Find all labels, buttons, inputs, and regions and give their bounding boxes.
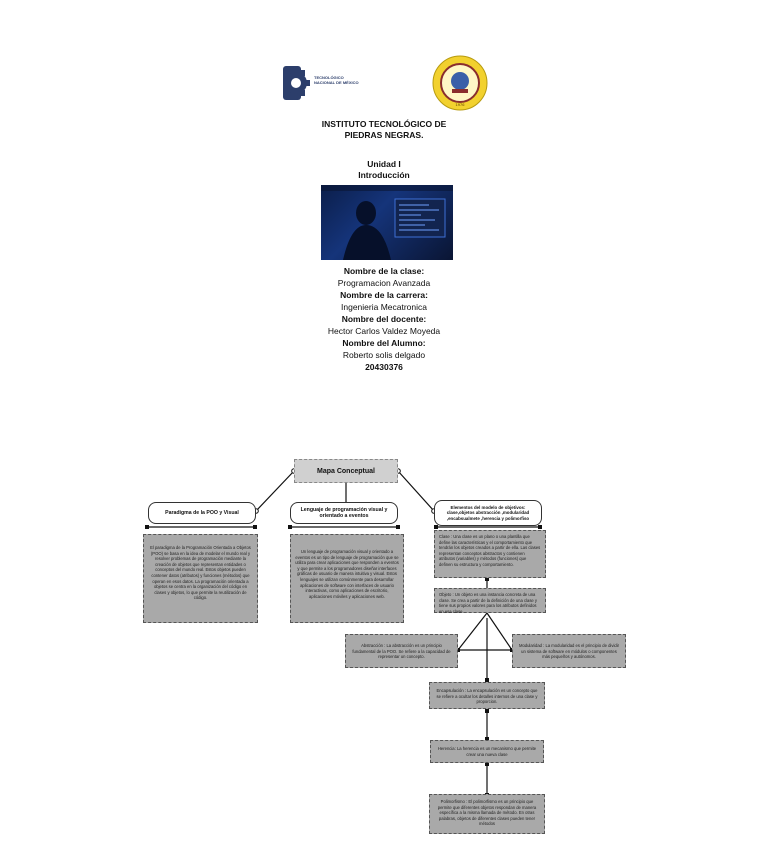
gear-head-icon [283, 66, 310, 100]
seal-year: 1976 [456, 102, 466, 107]
unit-label: Unidad I [367, 159, 401, 169]
branch-elements-title: Elementos del modelo de objetivos: clase… [434, 500, 542, 526]
institute-line-2: PIEDRAS NEGRAS. [344, 130, 424, 140]
teacher-value: Hector Carlos Valdez Moyeda [327, 326, 441, 336]
student-id: 20430376 [365, 362, 403, 372]
branch-poo-title: Paradigma de la POO y Visual [148, 502, 256, 524]
clase-node: Clase : Una clase es un plano o una plan… [434, 530, 546, 578]
modularidad-node: Modularidad : La modularidad es el princ… [512, 634, 626, 668]
encapsulacion-node: Encapsulación : La encapsulación es un c… [429, 682, 545, 709]
career-value: Ingenieria Mecatronica [341, 302, 427, 312]
branch-visual-title: Lenguaje de programación visual y orient… [290, 502, 398, 524]
topic-label: Introducción [358, 170, 410, 180]
abstraccion-node: Abstracción : La abstracción es un princ… [345, 634, 458, 668]
institute-title: INSTITUTO TECNOLÓGICO DE PIEDRAS NEGRAS. [284, 119, 484, 141]
programmer-photo [321, 185, 453, 260]
class-label: Nombre de la clase: [343, 266, 425, 276]
career-label: Nombre de la carrera: [340, 290, 428, 300]
polimorfismo-node: Polimorfismo : El polimorfismo es un pri… [429, 794, 545, 834]
tecnm-logo: TECNOLÓGICO NACIONAL DE MÉXICO [281, 62, 359, 104]
herencia-node: Herencia: La herencia es un mecanismo qu… [430, 740, 544, 763]
student-label: Nombre del Alumno: [342, 338, 426, 348]
student-value: Roberto solis delgado [342, 350, 426, 360]
cover-details: Nombre de la clase: Programacion Avanzad… [284, 265, 484, 373]
class-value: Programacion Avanzada [337, 278, 431, 288]
teacher-label: Nombre del docente: [341, 314, 427, 324]
institute-line-1: INSTITUTO TECNOLÓGICO DE [321, 119, 447, 129]
itpn-seal-logo: 1976 [432, 55, 488, 111]
map-title-node: Mapa Conceptual [294, 459, 398, 483]
branch-visual-text: Un lenguaje de programación visual y ori… [290, 534, 404, 623]
objeto-node: Objeto : Un objeto es una instancia conc… [434, 588, 546, 614]
tecnm-logo-text: TECNOLÓGICO NACIONAL DE MÉXICO [314, 75, 359, 85]
unit-heading: Unidad I Introducción [284, 159, 484, 181]
branch-poo-text: El paradigma de la Programación Orientad… [143, 534, 258, 623]
